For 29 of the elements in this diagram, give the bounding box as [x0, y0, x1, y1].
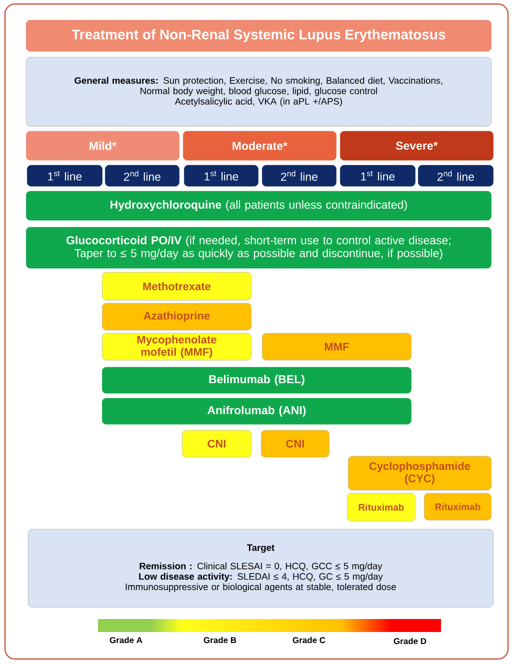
line-header: 2$^{nd}$ line	[262, 165, 336, 186]
therapy-bar: Hydroxychloroquine (all patients unless contraindicated)	[26, 191, 492, 220]
drug-box: Cyclophosphamide (CYC)	[348, 456, 492, 490]
info-box: General measures: Sun protection, Exercise, No smoking, Balanced diet, Vaccinations, Normal body weight, blood glucose, lipid, glucose control Acetylsalicylic acid, VKA (in aPL +/APS)	[26, 57, 492, 126]
drug-box: MMF	[262, 333, 412, 360]
line-header: 1$^{st}$ line	[27, 165, 102, 186]
line-header: 2$^{nd}$ line	[105, 165, 180, 186]
target-box: Target Remission : Clinical SLESAI = 0, HCQ, GCC ≤ 5 mg/day Low disease activity: SLEDAI ≤ 4, HCQ, GC ≤ 5 mg/day Immunosuppressive or biological agents at stable, tolerated dose	[28, 529, 494, 608]
grade-label: Grade C	[292, 636, 326, 644]
drug-box: Azathioprine	[102, 303, 252, 330]
line-header: 1$^{st}$ line	[340, 165, 416, 186]
therapy-bar: Anifrolumab (ANI)	[102, 398, 412, 424]
grade-label: Grade D	[394, 638, 426, 644]
therapy-bar: Glucocorticoid PO/IV (if needed, short-term use to control active disease; Taper to ≤ 5 mg/day as quickly as possible and discontinue, if possible)	[26, 227, 492, 268]
drug-box: Rituximab	[424, 493, 492, 520]
drug-box: CNI	[261, 430, 330, 458]
severity-header: Moderate*	[183, 131, 336, 160]
therapy-bar: Belimumab (BEL)	[102, 367, 412, 394]
title-banner: Treatment of Non-Renal Systemic Lupus Erythematosus	[26, 20, 492, 52]
drug-box: CNI	[182, 430, 252, 458]
severity-header: Mild*	[26, 131, 180, 160]
line-header: 2$^{nd}$ line	[418, 165, 494, 186]
grade-label: Grade A	[110, 636, 142, 644]
severity-header: Severe*	[340, 131, 494, 160]
drug-box: Mycophenolate mofetil (MMF)	[102, 333, 252, 360]
line-header: 1$^{st}$ line	[184, 165, 258, 186]
drug-box: Rituximab	[347, 493, 416, 522]
grade-label: Grade B	[204, 636, 236, 644]
drug-box: Methotrexate	[102, 272, 252, 300]
